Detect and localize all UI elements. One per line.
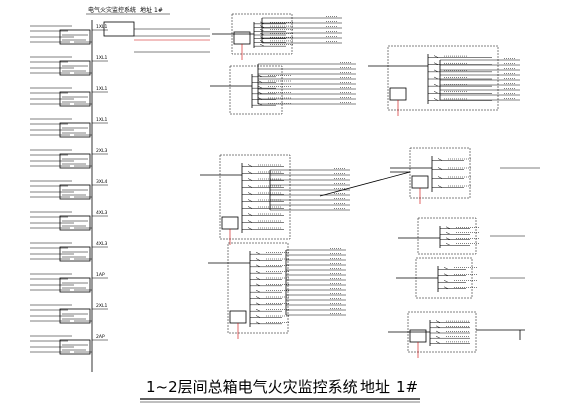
- bus-label: 4XL3: [96, 241, 107, 247]
- title-address-value: 1#: [396, 378, 418, 396]
- distribution-panel: [396, 257, 478, 299]
- header-system-label: 电气火灾监控系统: [88, 6, 136, 14]
- distribution-panel: [398, 217, 480, 255]
- drawing-title: 1~2层间总箱电气火灾监控系统 地址 1#: [140, 378, 420, 403]
- bus-label: 1XL1: [96, 55, 107, 61]
- bus-label: 4XL3: [96, 210, 107, 216]
- header-address-value: 1#: [154, 7, 163, 14]
- title-address-label: 地址: [360, 378, 390, 396]
- distribution-panel: [368, 45, 499, 116]
- bus-label: 2AP: [96, 334, 105, 340]
- monitor-unit: 2XL1: [30, 303, 108, 324]
- bus-label: 2XL1: [96, 303, 107, 309]
- top-device: [103, 21, 210, 53]
- bus-label: 2XL3: [96, 148, 107, 154]
- feeder-branches: [257, 16, 540, 340]
- distribution-panel: [388, 311, 477, 358]
- bus-label: 1XL1: [96, 86, 107, 92]
- panel-group: [200, 13, 540, 358]
- monitor-unit: 1XL1: [30, 24, 108, 45]
- monitor-unit: 1AP: [30, 272, 108, 293]
- monitor-unit: 1XL1: [30, 86, 108, 107]
- left-column: 1XL1 1XL1 1XL1 1XL1 2XL3 3XL4 4XL3 4XL3 1AP 2XL1 2…: [30, 24, 108, 355]
- monitor-unit: 4XL3: [30, 241, 108, 262]
- distribution-panel: [212, 13, 294, 60]
- monitor-unit: 2AP: [30, 334, 108, 355]
- monitor-unit: 1XL1: [30, 55, 108, 76]
- monitor-unit: 1XL1: [30, 117, 108, 138]
- distribution-panel: [210, 65, 292, 115]
- header-address-label: 地址: [140, 6, 152, 14]
- distribution-panel: [208, 242, 290, 339]
- monitor-unit: 2XL3: [30, 148, 108, 169]
- monitor-unit: 4XL3: [30, 210, 108, 231]
- bus-label: 1XL1: [96, 24, 107, 30]
- distribution-panel: [390, 147, 472, 204]
- bus-label: 1AP: [96, 272, 105, 278]
- title-text: 1~2层间总箱电气火灾监控系统: [146, 378, 358, 396]
- monitor-unit: 3XL4: [30, 179, 108, 200]
- bus-label: 3XL4: [96, 179, 107, 185]
- diagram-header: 电气火灾监控系统 地址 1#: [86, 6, 170, 15]
- distribution-panel: [200, 154, 291, 245]
- bus-label: 1XL1: [96, 117, 107, 123]
